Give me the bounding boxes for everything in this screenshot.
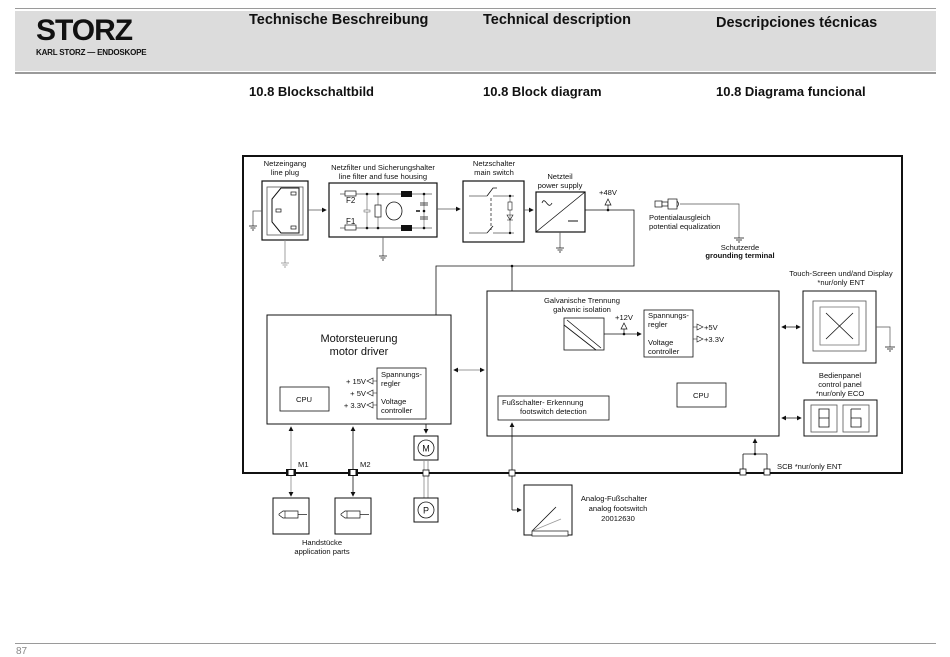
fuse-f1-label: F1 (346, 217, 356, 226)
touch-screen: Touch-Screen und/and Display *nur/only E… (789, 269, 895, 364)
power-supply: Netzteil power supply (535, 172, 586, 253)
motor-driver-regulator-en-2: controller (381, 406, 413, 415)
motor: M (413, 424, 439, 498)
pump-symbol: P (423, 506, 429, 516)
scb-label: SCB *nur/only ENT (777, 462, 842, 471)
motor-driver-regulator-en-1: Voltage (381, 397, 406, 406)
analog-footswitch: Analog-Fußschalter analog footswitch 200… (508, 422, 648, 537)
12v-label: +12V (615, 313, 634, 322)
control-panel-title-en: control panel (818, 380, 862, 389)
header-bottom-rule (15, 72, 936, 74)
grounding-title-de: Schutzerde (721, 243, 759, 252)
motor-driver-output-15v: + 15V (346, 377, 367, 386)
main-switch: Netzschalter main switch (462, 159, 525, 243)
main-regulator-en-2: controller (648, 347, 680, 356)
control-panel: Bedienpanel control panel *nur/only ECO (803, 371, 878, 437)
logo-brand: STORZ (36, 14, 133, 47)
title-german: Technische Beschreibung (249, 12, 429, 28)
main-output-5v: +5V (704, 323, 719, 332)
storz-logo: STORZ KARL STORZ — ENDOSKOPE (36, 14, 148, 58)
48v-label: +48V (599, 188, 618, 197)
footswitch-title-de: Analog-Fußschalter (581, 494, 648, 503)
section-german: 10.8 Blockschaltbild (249, 84, 374, 99)
line-plug-title-en: line plug (271, 168, 299, 177)
touch-screen-title: Touch-Screen und/and Display (789, 269, 893, 278)
main-board: Galvanische Trennung galvanic isolation … (486, 290, 780, 437)
control-panel-note: *nur/only ECO (816, 389, 865, 398)
line-filter-title-en: line filter and fuse housing (339, 172, 427, 181)
footer-rule (15, 643, 936, 644)
logo-subtitle: KARL STORZ — ENDOSKOPE (36, 48, 147, 57)
main-regulator-de-2: regler (648, 320, 668, 329)
control-panel-title-de: Bedienpanel (819, 371, 862, 380)
potential-equalization: Potentialausgleich potential equalizatio… (649, 198, 775, 260)
seven-segment-digit-1 (818, 408, 830, 428)
line-filter: Netzfilter und Sicherungshalter line fil… (328, 163, 438, 261)
section-spanish: 10.8 Diagrama funcional (716, 84, 866, 99)
motor-symbol: M (422, 444, 430, 454)
main-regulator-en-1: Voltage (648, 338, 673, 347)
main-output-3v3: +3.3V (704, 335, 725, 344)
footswitch-detection-en: footswitch detection (520, 407, 587, 416)
title-english: Technical description (483, 12, 631, 28)
main-switch-title-de: Netzschalter (473, 159, 516, 168)
handpieces-title-de: Handstücke (302, 538, 342, 547)
touch-screen-note: *nur/only ENT (817, 278, 865, 287)
main-switch-title-en: main switch (474, 168, 514, 177)
motor-driver-cpu: CPU (296, 395, 312, 404)
pump: P (413, 497, 439, 523)
line-plug-title-de: Netzeingang (264, 159, 307, 168)
grounding-title-en: grounding terminal (705, 251, 774, 260)
footswitch-title-en: analog footswitch (589, 504, 648, 513)
handpiece-ports: M1 M2 (286, 426, 371, 497)
48v-terminal-icon (604, 198, 612, 206)
seven-segment-digit-2 (850, 408, 862, 428)
isolation-title-de: Galvanische Trennung (544, 296, 620, 305)
footswitch-detection-de: Fußschalter- Erkennung (502, 398, 583, 407)
page-number: 87 (16, 646, 28, 657)
handpiece-2 (334, 497, 372, 535)
motor-driver-output-5v: + 5V (350, 389, 367, 398)
motor-driver-output-3v3: + 3.3V (344, 401, 367, 410)
power-supply-title-en: power supply (538, 181, 583, 190)
power-supply-title-de: Netzteil (547, 172, 573, 181)
motor-driver-regulator-de-1: Spannungs- (381, 370, 422, 379)
line-filter-title-de: Netzfilter und Sicherungshalter (331, 163, 435, 172)
12v-terminal-icon (620, 322, 628, 330)
isolation-title-en: galvanic isolation (553, 305, 611, 314)
motor-driver-regulator-de-2: regler (381, 379, 401, 388)
header-top-rule (15, 8, 936, 9)
port-m1-label: M1 (298, 460, 309, 469)
handpiece-1 (272, 497, 310, 535)
potential-equalization-title-de: Potentialausgleich (649, 213, 711, 222)
scb-connectors: SCB *nur/only ENT (739, 438, 842, 476)
footswitch-part-number: 20012630 (601, 514, 635, 523)
port-m2-label: M2 (360, 460, 371, 469)
motor-driver-title-de: Motorsteuerung (320, 333, 397, 345)
device-enclosure (242, 155, 903, 474)
handpieces-title-en: application parts (294, 547, 350, 556)
potential-equalization-title-en: potential equalization (649, 222, 720, 231)
main-regulator-de-1: Spannungs- (648, 311, 689, 320)
main-board-cpu: CPU (693, 391, 709, 400)
motor-driver: Motorsteuerung motor driver CPU Spannung… (266, 314, 452, 425)
line-plug: Netzeingang line plug (249, 159, 309, 268)
fuse-f2-label: F2 (346, 196, 356, 205)
motor-driver-title-en: motor driver (330, 346, 389, 358)
title-spanish: Descripciones técnicas (716, 15, 878, 31)
header-band (15, 11, 936, 71)
section-english: 10.8 Block diagram (483, 84, 602, 99)
